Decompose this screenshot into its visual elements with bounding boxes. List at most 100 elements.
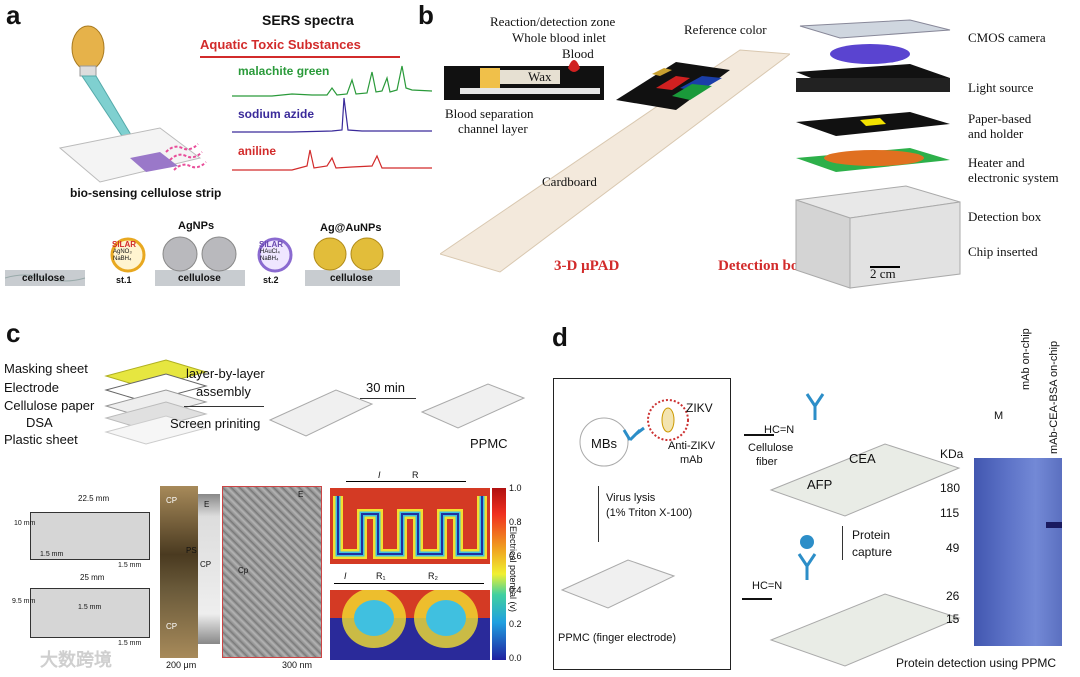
layer-stack: [104, 359, 208, 445]
sers-title: SERS spectra: [262, 12, 354, 28]
circular-electrode-photo: [30, 588, 150, 638]
series-label-1: sodium azide: [238, 107, 315, 121]
gel-lane-2: mAb-CEA-BSA on-chip: [1048, 340, 1060, 454]
circuit1-r: R: [412, 470, 419, 480]
detection-box-exploded: [795, 19, 961, 289]
fiber-line-2: [742, 598, 772, 600]
separation-label-2: channel layer: [458, 121, 528, 136]
sers-spectra: [232, 65, 432, 171]
intermediate-chip: [268, 389, 374, 437]
series-label-0: malachite green: [238, 64, 330, 78]
capture-label-2: capture: [852, 545, 893, 559]
dim-5: 9.5 mm: [12, 598, 36, 605]
colorbar: [492, 488, 506, 660]
assembly-label-2: assembly: [196, 384, 251, 399]
circuit1-i: I: [378, 470, 381, 480]
spectrum-malachite-green: [232, 65, 432, 97]
circuit2-i: I: [344, 571, 347, 581]
ppmc-chip: [420, 383, 526, 429]
nanoparticle-synthesis: [5, 236, 400, 286]
screen-label: Screen priniting: [170, 416, 261, 431]
arrow-1: [184, 406, 264, 407]
silar1-step: st.1: [116, 275, 132, 285]
watermark: 大数跨境: [40, 650, 112, 670]
finger-electrode-chip: [560, 559, 676, 609]
colorbar-label: Electrical potential (v): [508, 525, 519, 613]
gel-lane-1: mAb on-chip: [1020, 328, 1032, 390]
circuit2-wire: [334, 583, 484, 584]
potential-map-finger: [330, 488, 490, 564]
silar2-l1: HAuCl₄: [260, 249, 280, 255]
cross-section-photo: [160, 486, 198, 658]
gel-lane-m: M: [994, 410, 1004, 422]
micro-5: Cp: [238, 566, 249, 575]
dim-7: 1.5 mm: [118, 640, 142, 647]
cea-label: CEA: [849, 451, 876, 466]
captured-chip: [769, 593, 961, 667]
agnp-2: [201, 236, 237, 272]
mupad-title: 3-D μPAD: [554, 258, 620, 274]
layer-label-2: Cellulose paper: [4, 398, 95, 413]
dim-4: 25 mm: [80, 573, 105, 582]
detection-box-title: Detection box: [718, 258, 806, 274]
strip-label: bio-sensing cellulose strip: [70, 186, 222, 200]
blood-label: Blood: [562, 46, 594, 61]
virus-illustration: [579, 399, 689, 467]
marker-180: 180: [940, 481, 961, 495]
whole-blood-label: Whole blood inlet: [512, 30, 606, 45]
zikv-label: ZIKV: [686, 401, 713, 415]
circuit2-r1: R₁: [376, 571, 386, 581]
scale-300nm: 300 nm: [282, 660, 313, 670]
stack-label-1: Light source: [968, 80, 1034, 95]
panel-label-d: d: [552, 322, 568, 352]
cb-tick-0: 1.0: [509, 483, 522, 493]
micro-0: CP: [166, 496, 178, 505]
capture-arrow: [842, 526, 843, 560]
micro-3: E: [204, 500, 210, 509]
cb-tick-2: 0.6: [509, 551, 522, 561]
cb-tick-5: 0.0: [509, 653, 522, 663]
mbs-label: MBs: [591, 436, 617, 451]
dim-6: 1.5 mm: [78, 604, 102, 611]
panel-label-c: c: [6, 318, 21, 348]
layer-label-0: Masking sheet: [4, 361, 88, 376]
gel-band-sample: [1046, 522, 1062, 528]
layer-label-4: Plastic sheet: [4, 432, 78, 447]
silar1-l2: NaBH₄: [113, 256, 132, 262]
lysis-label-1: Virus lysis: [606, 492, 656, 504]
time-label: 30 min: [366, 380, 406, 395]
cb-tick-3: 0.4: [509, 585, 522, 595]
wax-label: Wax: [528, 69, 552, 84]
dim-0: 22.5 mm: [78, 494, 110, 503]
dim-2: 1.5 mm: [40, 551, 64, 558]
stack-label-0: CMOS camera: [968, 30, 1046, 45]
cardboard: [440, 49, 790, 273]
agnps-label: AgNPs: [178, 220, 215, 232]
cardboard-label: Cardboard: [542, 174, 597, 189]
separation-label-1: Blood separation: [445, 106, 534, 121]
silar2-step: st.2: [263, 275, 279, 285]
lysis-arrow: [598, 486, 599, 542]
virus-box: [553, 378, 731, 670]
micro-6: E: [298, 490, 304, 499]
micro-4: CP: [200, 560, 212, 569]
anti-label-1: Anti-ZIKV: [668, 440, 716, 452]
mupad-illustration: [440, 49, 790, 273]
kda-label: KDa: [940, 447, 964, 461]
anti-label-2: mAb: [680, 454, 703, 466]
dropper-illustration: [58, 25, 207, 183]
micro-1: PS: [186, 546, 197, 555]
dim-1: 10 mm: [14, 520, 36, 527]
stack-label-7: Chip inserted: [968, 244, 1038, 259]
stack-label-4: Heater and: [968, 155, 1025, 170]
silar2-l2: NaBH₄: [260, 256, 279, 262]
silar-arrow-1: [110, 237, 146, 273]
afp-cea-chip: [769, 443, 961, 517]
sem-image: [222, 486, 322, 658]
mbs-bead: [579, 417, 629, 467]
hcn-label-2: HC=N: [752, 580, 783, 592]
scale-bar-2cm: 2 cm: [870, 266, 896, 281]
stack-label-6: Detection box: [968, 209, 1042, 224]
afp-label: AFP: [807, 477, 833, 492]
silar1-l1: AgNO₃: [113, 249, 132, 255]
